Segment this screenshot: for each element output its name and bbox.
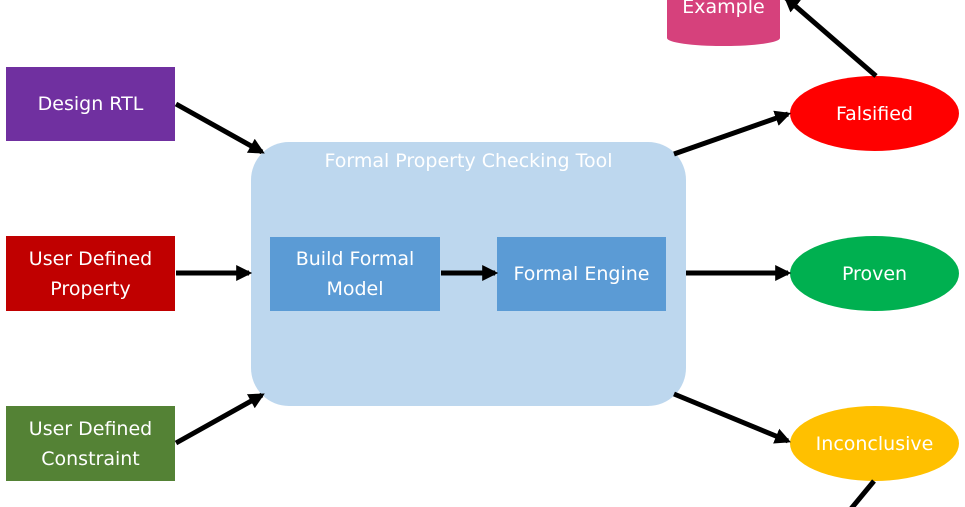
- user-defined-property-label: User Defined Property: [28, 247, 153, 300]
- formal-engine-box: Formal Engine: [497, 237, 666, 311]
- inconclusive-oval: Inconclusive: [790, 406, 959, 481]
- proven-oval: Proven: [790, 236, 959, 311]
- counter-example-cylinder: Example: [666, 0, 781, 47]
- user-defined-constraint-box: User Defined Constraint: [6, 406, 175, 481]
- formal-engine-label: Formal Engine: [513, 263, 650, 285]
- build-formal-model-label: Build Formal Model: [295, 248, 415, 300]
- arrow-constraint-to-tool: [174, 392, 265, 446]
- build-formal-model-box: Build Formal Model: [270, 237, 440, 311]
- tool-title: Formal Property Checking Tool: [324, 150, 613, 172]
- proven-label: Proven: [841, 262, 908, 285]
- arrow-falsified-to-counter-example: [783, 0, 878, 78]
- arrow-tool-to-falsified: [673, 110, 792, 157]
- user-defined-constraint-label: User Defined Constraint: [28, 417, 153, 470]
- design-rtl-box: Design RTL: [6, 67, 175, 141]
- counter-example-label: Example: [682, 0, 765, 18]
- falsified-oval: Falsified: [790, 76, 959, 151]
- inconclusive-label: Inconclusive: [815, 432, 934, 455]
- arrow-design-to-tool: [174, 101, 265, 155]
- user-defined-property-box: User Defined Property: [6, 236, 175, 311]
- arrow-inconclusive-down: [849, 479, 876, 507]
- cylinder-shape: [667, 0, 780, 47]
- falsified-label: Falsified: [835, 102, 913, 125]
- design-rtl-label: Design RTL: [37, 93, 144, 115]
- arrow-tool-to-inconclusive: [673, 391, 791, 444]
